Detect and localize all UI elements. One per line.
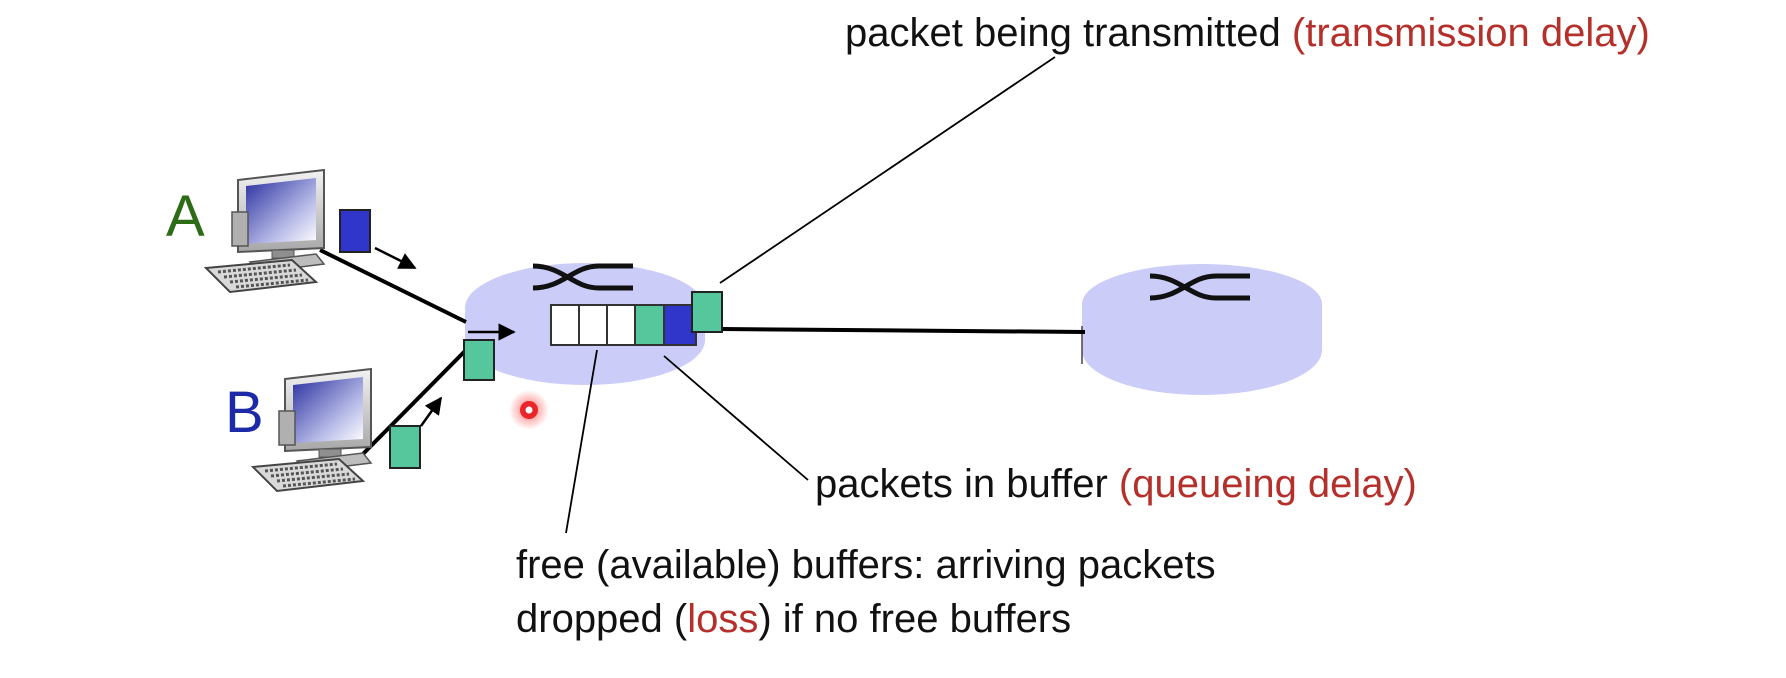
outgoing-link (721, 327, 1086, 334)
link-a (319, 248, 467, 324)
free-buffers-tail: ) if no free buffers (758, 597, 1072, 641)
free-buffers-label: free (available) buffers: arriving packe… (516, 538, 1216, 646)
host-b-label: B (225, 380, 264, 445)
packet-arriving (463, 339, 495, 381)
buffer-slot-free (606, 304, 636, 346)
link-b (355, 348, 468, 462)
arrow-from-a (374, 246, 417, 270)
free-buffers-line1: free (available) buffers: arriving packe… (516, 543, 1216, 587)
packet-from-b (389, 425, 421, 469)
queueing-delay: (queueing delay) (1118, 462, 1417, 506)
free-buffers-line2: dropped (loss) if no free buffers (516, 592, 1216, 646)
packet-being-transmitted (691, 291, 723, 333)
host-a-label: A (166, 184, 205, 249)
computer-b-icon (251, 367, 373, 493)
queueing-text: packets in buffer (815, 462, 1119, 506)
buffer-slot-free (578, 304, 608, 346)
computer-a-icon (204, 168, 326, 294)
queueing-label: packets in buffer (queueing delay) (815, 461, 1417, 507)
pointer-line-transmission (719, 56, 1056, 284)
buffer-queue (550, 304, 697, 346)
arrow-from-b (419, 396, 443, 427)
pointer-line-free (565, 349, 598, 534)
transmission-label: packet being transmitted (transmission d… (845, 10, 1650, 56)
loss-word: loss (687, 597, 759, 641)
buffer-slot-free (550, 304, 580, 346)
pointer-line-queueing (663, 355, 809, 481)
router-right-icon (1081, 264, 1322, 395)
transmission-text: packet being transmitted (845, 11, 1292, 55)
transmission-delay: (transmission delay) (1291, 11, 1650, 55)
buffer-packet (634, 304, 665, 346)
packet-from-a (339, 209, 371, 253)
pointer-dot-icon (509, 390, 549, 430)
free-buffers-dropped: dropped ( (516, 597, 688, 641)
